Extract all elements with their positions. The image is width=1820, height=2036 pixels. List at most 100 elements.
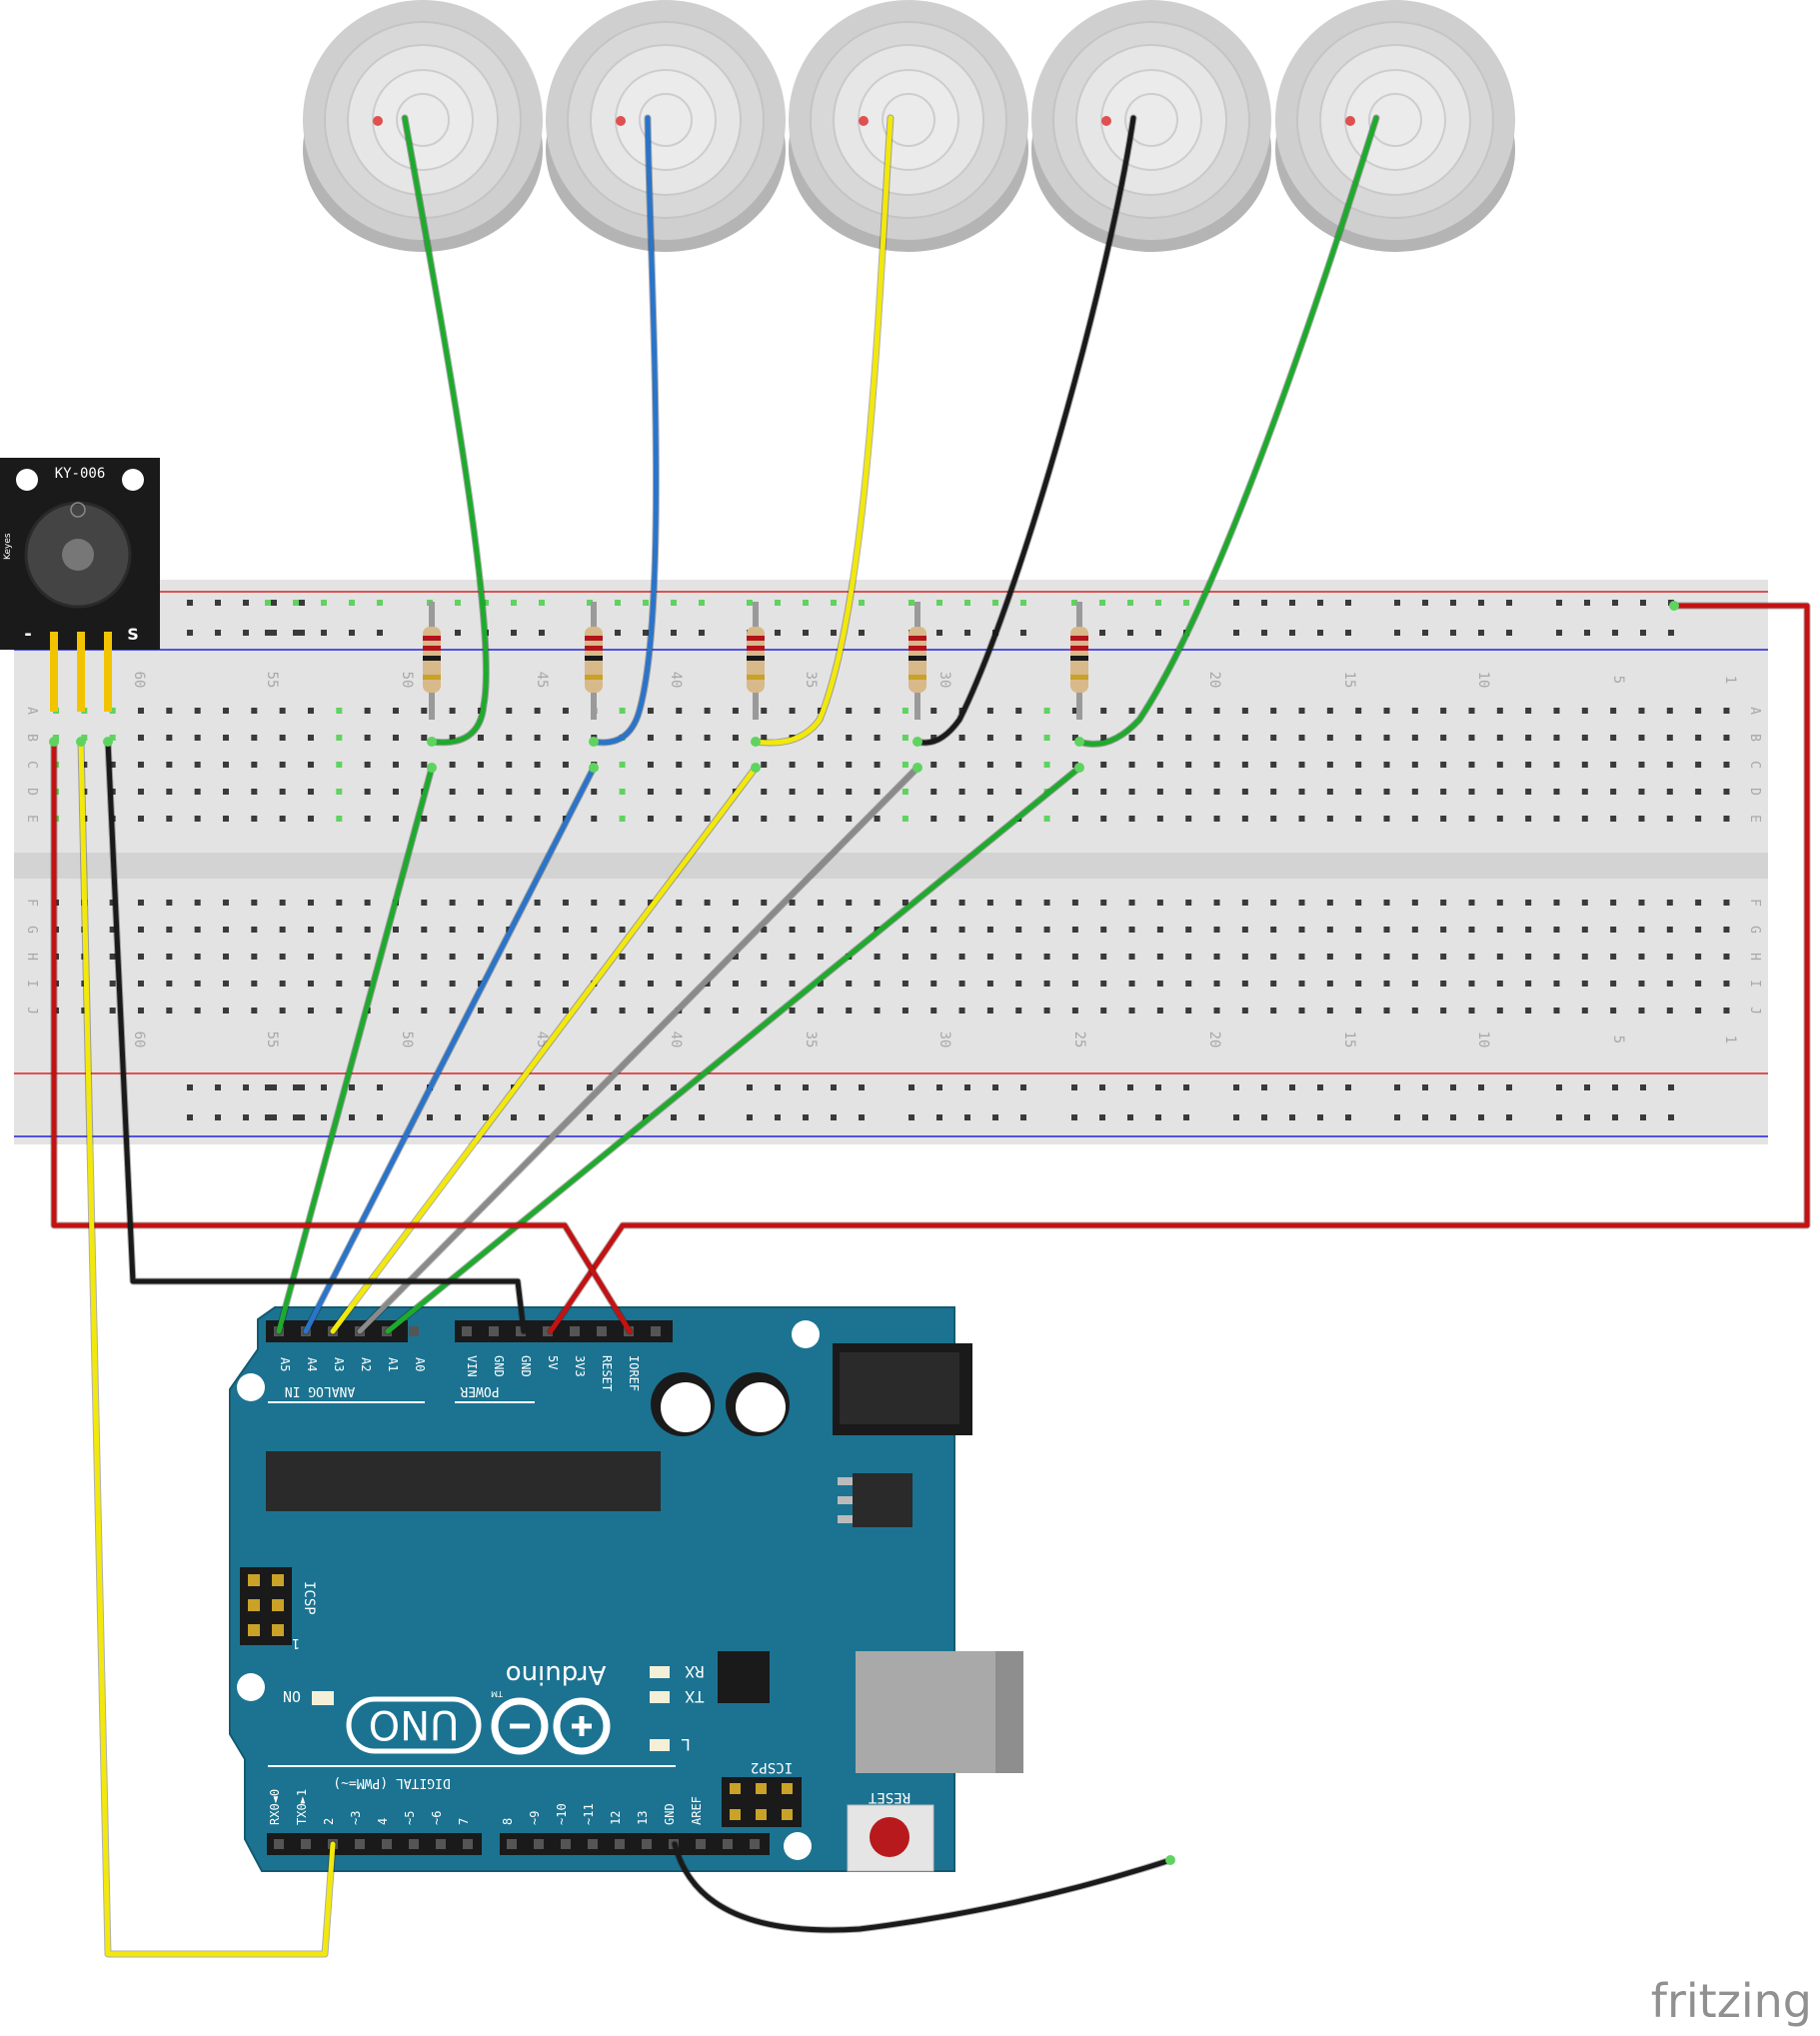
breadboard-hole	[1270, 900, 1277, 906]
wire-endpoint	[589, 737, 599, 747]
wires	[49, 114, 1811, 1958]
rail-hole	[909, 1114, 914, 1120]
breadboard-hole	[846, 1008, 853, 1014]
piezo-terminal	[859, 116, 869, 126]
breadboard-hole	[704, 954, 711, 960]
breadboard-hole	[958, 981, 965, 987]
breadboard-hole	[1581, 981, 1588, 987]
rail-hole	[1612, 1084, 1618, 1090]
breadboard-hole	[1043, 954, 1050, 960]
breadboard-hole	[307, 816, 314, 822]
breadboard-hole	[874, 708, 881, 714]
breadboard-hole	[1185, 1008, 1192, 1014]
buzzer-pin-signal-label: S	[127, 625, 139, 644]
digital-pin-label: 4	[376, 1818, 390, 1825]
rail-hole	[1099, 1084, 1105, 1090]
header-pin	[642, 1839, 652, 1849]
breadboard-hole	[647, 735, 654, 741]
breadboard-hole	[1326, 927, 1333, 933]
wire-endpoint	[1074, 737, 1084, 747]
breadboard-hole	[1383, 900, 1390, 906]
breadboard-hole	[1015, 900, 1022, 906]
breadboard-hole	[1128, 1008, 1135, 1014]
breadboard-hole	[1100, 816, 1107, 822]
breadboard-hole	[986, 789, 993, 795]
resistors	[423, 602, 1088, 720]
breadboard-hole	[392, 735, 399, 741]
breadboard-hole	[1723, 954, 1730, 960]
column-label: 55	[264, 672, 280, 689]
mounting-hole	[792, 1320, 820, 1348]
breadboard-hole	[449, 735, 456, 741]
row-label: A	[1747, 707, 1762, 715]
breadboard-hole	[1355, 735, 1362, 741]
rail-hole	[859, 1114, 865, 1120]
breadboard-hole	[1496, 927, 1503, 933]
breadboard-hole	[449, 789, 456, 795]
breadboard-hole	[817, 900, 824, 906]
breadboard-hole	[732, 762, 739, 768]
breadboard-hole	[421, 735, 428, 741]
atmega-chip	[266, 1451, 661, 1511]
wire-endpoint	[912, 763, 922, 773]
breadboard-hole	[1043, 735, 1050, 741]
rail-hole	[1289, 630, 1295, 636]
breadboard-hole	[364, 954, 371, 960]
column-label: 30	[936, 1031, 952, 1048]
breadboard-hole	[1695, 762, 1702, 768]
breadboard-hole	[194, 708, 201, 714]
rail-hole	[964, 1114, 970, 1120]
breadboard-hole	[1581, 900, 1588, 906]
rail-hole	[539, 630, 545, 636]
breadboard-hole	[846, 816, 853, 822]
breadboard-hole	[676, 816, 683, 822]
breadboard-hole	[986, 927, 993, 933]
breadboard-hole	[392, 1008, 399, 1014]
rail-hole	[1345, 600, 1351, 606]
breadboard-hole	[279, 981, 286, 987]
wire-endpoint	[751, 763, 761, 773]
rail-hole	[1155, 600, 1161, 606]
breadboard-hole	[1723, 981, 1730, 987]
breadboard-hole	[279, 762, 286, 768]
breadboard-hole	[1071, 900, 1078, 906]
breadboard-hole	[647, 816, 654, 822]
capacitor-top	[736, 1382, 786, 1432]
breadboard-hole	[477, 927, 484, 933]
piezo-sensors	[303, 0, 1515, 252]
rail-hole	[1261, 630, 1267, 636]
breadboard-hole	[534, 900, 541, 906]
breadboard-hole	[1383, 981, 1390, 987]
breadboard-hole	[137, 927, 144, 933]
breadboard-hole	[986, 762, 993, 768]
rail-hole	[1155, 630, 1161, 636]
breadboard-hole	[1298, 816, 1305, 822]
breadboard-hole	[222, 735, 229, 741]
breadboard-hole	[1581, 1008, 1588, 1014]
breadboard-hole	[1496, 954, 1503, 960]
rail-hole	[271, 1114, 277, 1120]
breadboard-hole	[761, 927, 768, 933]
breadboard-hole	[958, 816, 965, 822]
row-label: G	[1747, 926, 1762, 934]
breadboard-hole	[1440, 708, 1447, 714]
digital-pin-label: 2	[322, 1818, 336, 1825]
breadboard-hole	[1100, 1008, 1107, 1014]
breadboard-hole	[1100, 789, 1107, 795]
header-pin	[507, 1839, 517, 1849]
rail-hole	[321, 630, 327, 636]
breadboard-hole	[307, 708, 314, 714]
rail-hole	[671, 1084, 677, 1090]
breadboard-hole	[591, 900, 598, 906]
breadboard-hole	[1015, 981, 1022, 987]
breadboard-hole	[1156, 762, 1163, 768]
row-label: F	[1747, 899, 1762, 907]
rail-hole	[299, 1084, 305, 1090]
rail-hole	[1020, 630, 1026, 636]
rail-hole	[587, 600, 593, 606]
breadboard-hole	[1298, 708, 1305, 714]
rail-hole	[1640, 630, 1646, 636]
breadboard-hole	[1383, 789, 1390, 795]
breadboard-hole	[336, 735, 343, 741]
breadboard-hole	[846, 900, 853, 906]
